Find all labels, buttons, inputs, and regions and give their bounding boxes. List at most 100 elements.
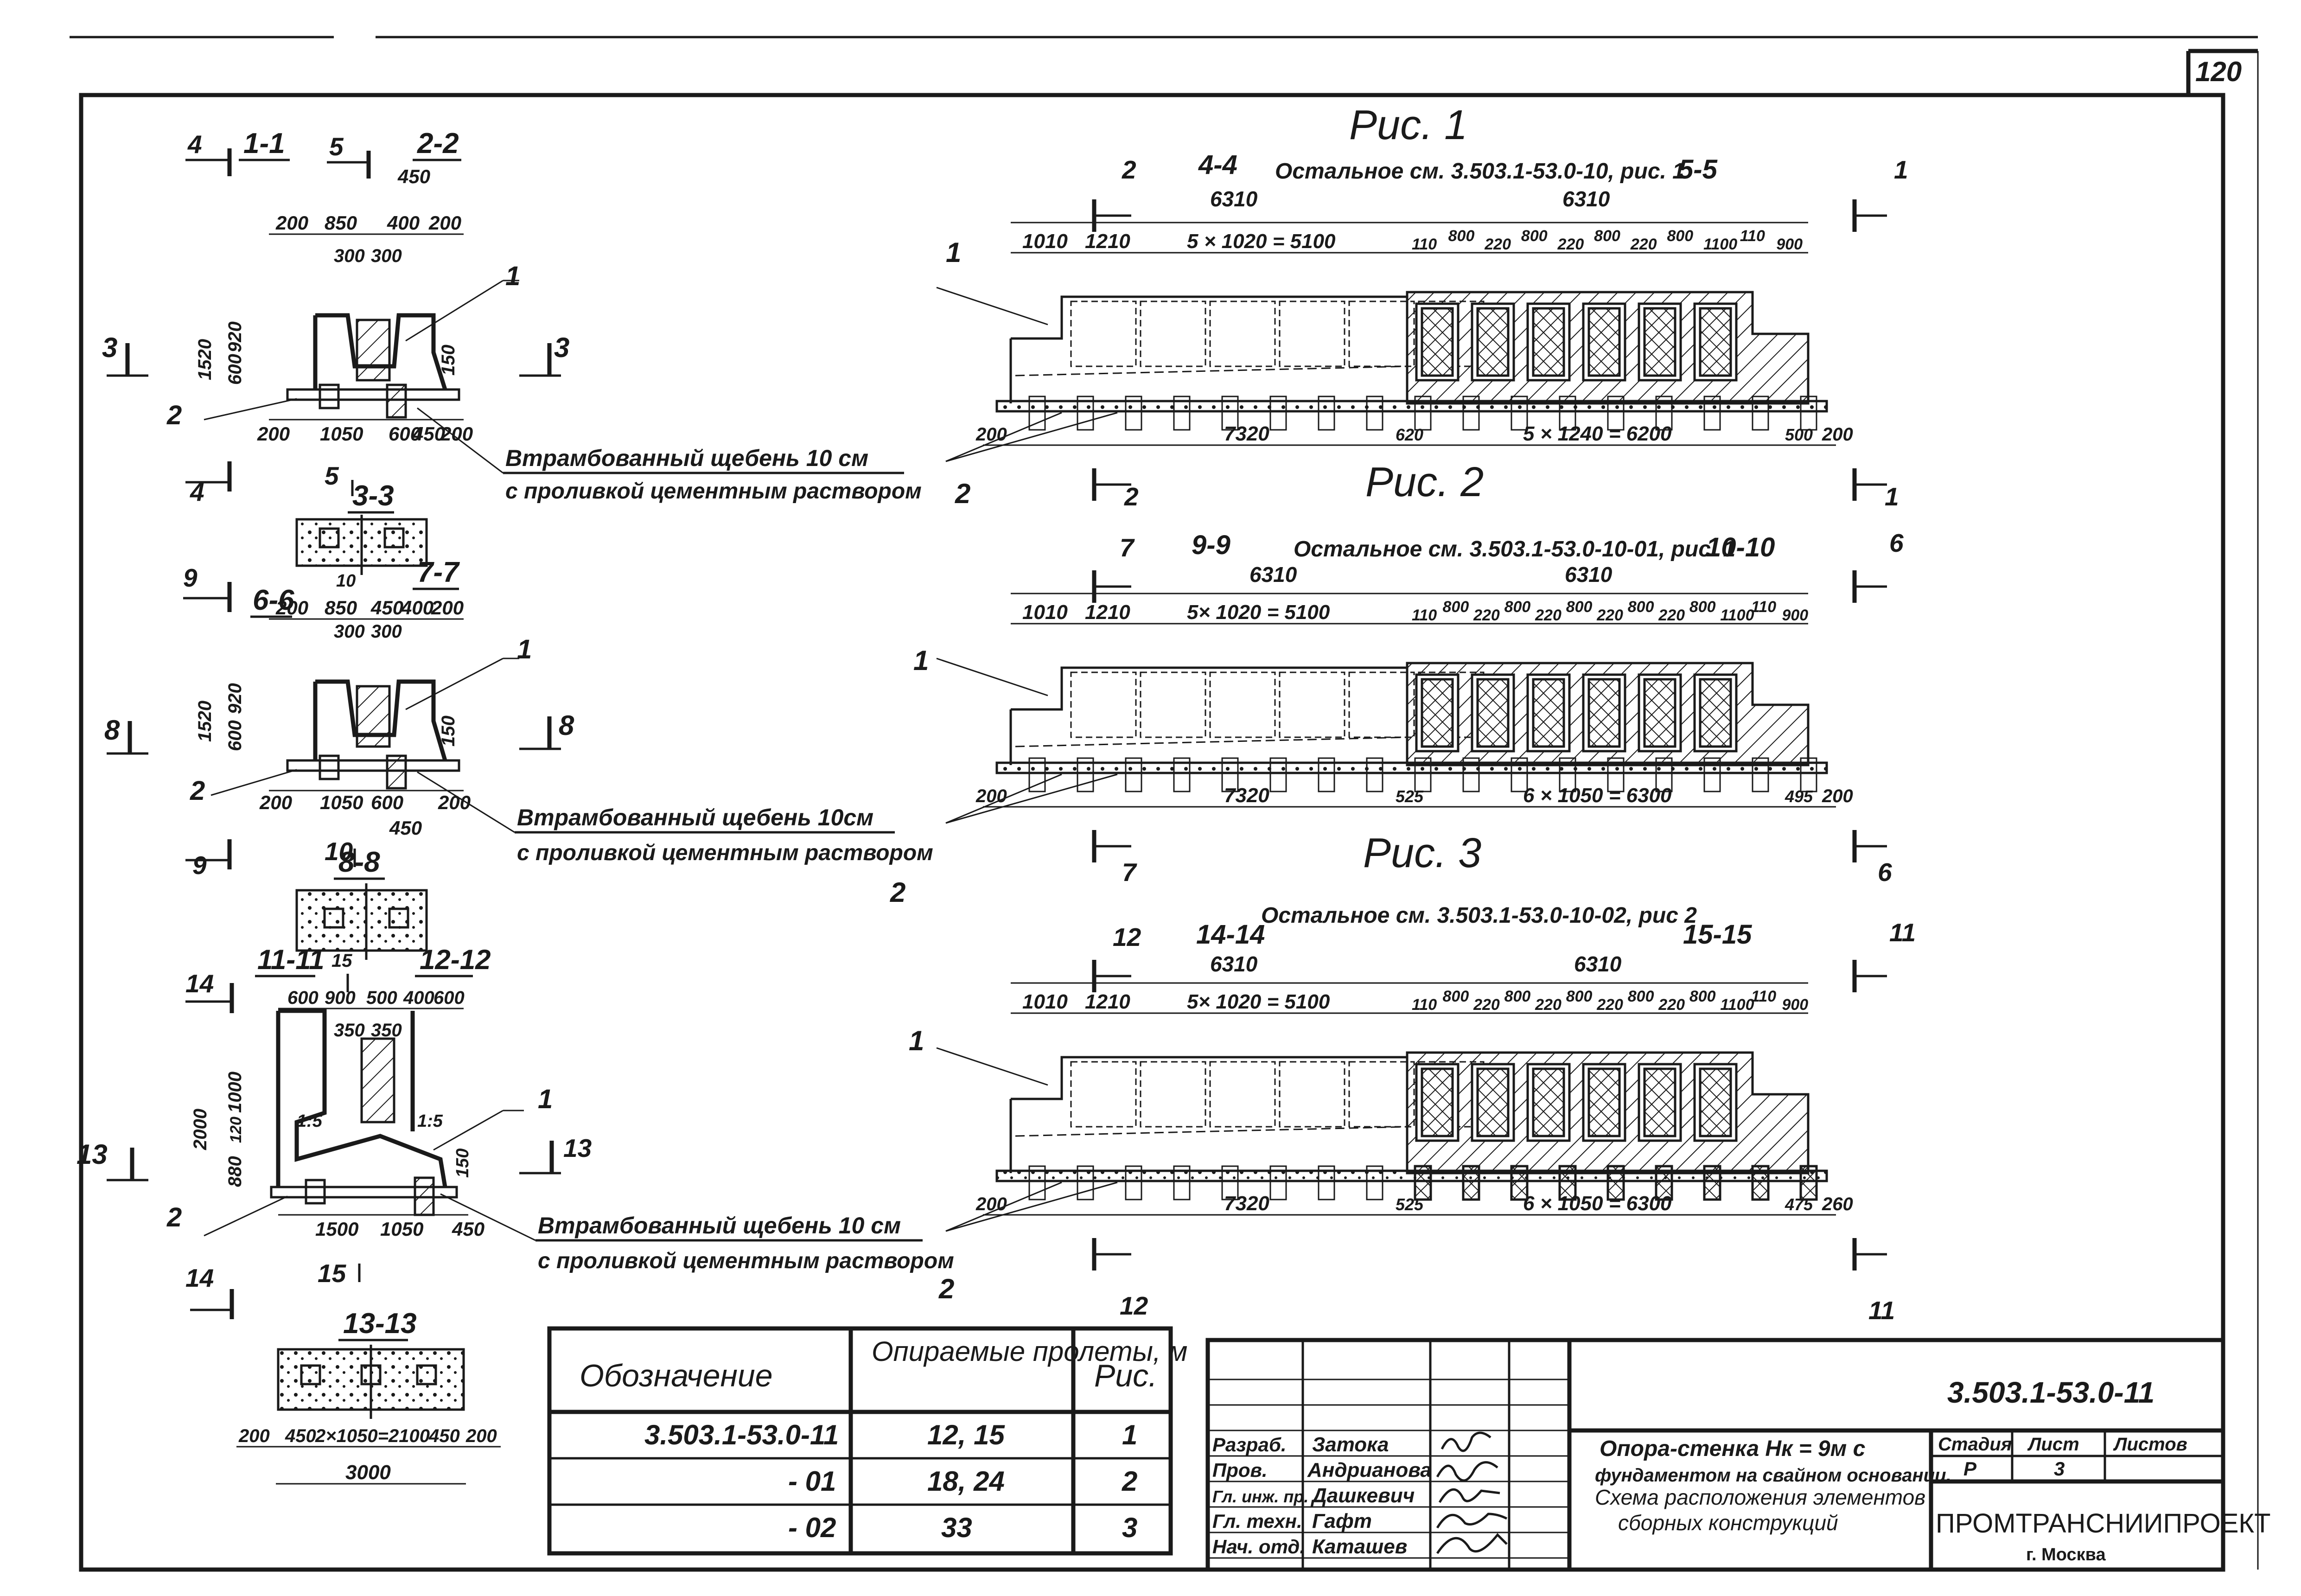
role-checker: Пров. [1212,1459,1268,1481]
plan-13-13: 13-13 200 450 2×1050=2100 450 200 3000 [236,1308,501,1485]
fig1-pile [1800,396,1817,431]
signature-1 [1441,1431,1492,1452]
fig3-pile [1799,1165,1818,1201]
fig1-dim-top: 800 [1448,227,1475,245]
fig3-precast-block [1279,1061,1345,1128]
fig1-slot-fill [1476,307,1510,377]
fig3-pile [1173,1165,1191,1200]
fig2-precast-block [1209,671,1276,738]
fig1-dim-top: 900 [1776,236,1803,253]
fig3-dim-bottom: 525 [1396,1195,1424,1214]
arrow-label-8-right: 8 [559,710,574,741]
gravel-note-line2: с проливкой цементным раствором [505,479,922,504]
fig1-grade-line [1015,365,1408,377]
fig1-dim-bottom: 7320 [1224,422,1269,445]
fig3-dim-bottom: 7320 [1224,1192,1269,1215]
fig3-dim-top: 800 [1689,988,1716,1005]
fig2-pile [1173,757,1191,792]
callout-2: 2 [955,478,970,509]
name-developer: Затока [1312,1433,1389,1456]
fig1-slot-fill [1699,307,1732,377]
section-callouts: 1 2 1 2 1 2 [166,261,553,1232]
plan-8-8: 8-8 [295,846,428,960]
fig2-pile [1800,757,1817,792]
fig3-arrow-12b: 12 [1120,1291,1148,1320]
fig2-dim-top: 900 [1782,606,1808,624]
fig1-dim-bottom: 200 [1822,424,1853,445]
fig2-len-right: 6310 [1565,562,1613,587]
org-name: ПРОМТРАНСНИИПРОЕКТ [1936,1508,2271,1539]
fig2-labels: Рис. 2 9-9 Остальное см. 3.503.1-53.0-10… [1120,459,1904,887]
fig2-pile [1414,757,1432,792]
fig3-labels: Рис. 3 Остальное см. 3.503.1-53.0-10-02,… [1113,830,1916,1325]
fig2-dim-top: 220 [1535,606,1562,624]
fig1-title: Рис. 1 [1349,102,1467,148]
gravel-note-line2: с проливкой цементным раствором [517,841,933,865]
fig1-pile [1703,396,1721,431]
org-city: г. Москва [2026,1545,2106,1564]
fig2-dim-top: 800 [1628,598,1654,616]
dim: 450 [428,1426,460,1446]
name-chief-technologist: Гафт [1312,1510,1372,1532]
signature-4 [1436,1513,1508,1529]
fig1-arrow-1b: 1 [1885,482,1899,511]
fig1-pile [1221,396,1239,431]
role-chief-engineer: Гл. инж. пр. [1212,1487,1308,1506]
fig2-precast-block [1070,671,1137,738]
dim: 150 [438,345,459,376]
fig2-pile [1559,757,1576,792]
arrow-label-3-right: 3 [554,332,569,363]
dim: 900 [325,988,356,1008]
fig3-dim-top: 220 [1473,996,1500,1014]
fig2-leader-2 [945,773,1118,824]
arrow-label-8-left: 8 [104,715,120,746]
fig1-dim-bottom: 200 [975,424,1007,445]
dim: 120 [227,1117,245,1143]
fig3-leader-2 [945,1181,1062,1232]
fig2-dim-top: 110 [1412,606,1437,624]
title-block: 3.503.1-53.0-11 Разраб. Пров. Гл. инж. п… [1205,1338,2271,1572]
arrow-label-9-bottom: 9 [192,851,207,880]
dim: 200 [257,423,290,445]
dim: 450 [285,1426,316,1446]
fig1-dim-top: 220 [1630,236,1657,253]
section-label-13-13: 13-13 [343,1308,417,1340]
fig1-precast-block [1348,300,1415,367]
fig3-wall-outline-left [1009,1056,1409,1173]
fig3-dim-top: 800 [1566,988,1593,1005]
fig2-pile [1221,757,1239,792]
fig1-pile [1269,396,1287,431]
arrow-label-14: 14 [185,969,214,998]
fig3-dim-top: 220 [1658,996,1685,1014]
fig1-note: Остальное см. 3.503.1-53.0-10, рис. 1 [1275,159,1685,184]
section-label-8-8: 8-8 [338,846,380,878]
fig2-precast-block [1348,671,1415,738]
role-developer: Разраб. [1212,1434,1287,1456]
fig3-pile [1558,1165,1577,1201]
fig3-dim-top: 1210 [1085,990,1130,1013]
fig2-slot-fill [1476,678,1510,748]
role-chief-technologist: Гл. техн. [1212,1510,1302,1532]
fig1-dim-top: 1100 [1703,236,1737,253]
dim: 600 [389,423,421,445]
fig1-pile [1752,396,1769,431]
section-1-1-2-2: 1-1 2-2 4 5 450 200 850 400 200 300 300 … [102,128,569,506]
fig2-dim-top: 1210 [1085,601,1130,624]
fig1-pile [1511,396,1528,431]
fig3-pile [1221,1165,1239,1200]
fig1-dim-top: 1010 [1022,230,1068,253]
section-6-6-7-7: 6-6 7-7 9 10 200 850 450 400 200 300 300… [104,556,574,880]
fig3-dim-top: 900 [1782,996,1808,1014]
fig3-dim-bottom: 6 × 1050 = 6300 [1523,1192,1672,1215]
fig2-dim-top: 5× 1020 = 5100 [1187,601,1330,624]
fig3-dim-bottom: 475 [1785,1195,1813,1214]
gravel-note-line1: Втрамбованный щебень 10см [517,804,873,830]
fig2-slot-fill [1643,678,1676,748]
fig2-dim-bottom: 6 × 1050 = 6300 [1523,784,1672,807]
fig1-pile [1414,396,1432,431]
section-label-3-3: 3-3 [352,480,394,512]
fig1-precast-block [1209,300,1276,367]
fig1-pile [1462,396,1480,431]
fig3-cut-right: 15-15 [1683,919,1752,950]
